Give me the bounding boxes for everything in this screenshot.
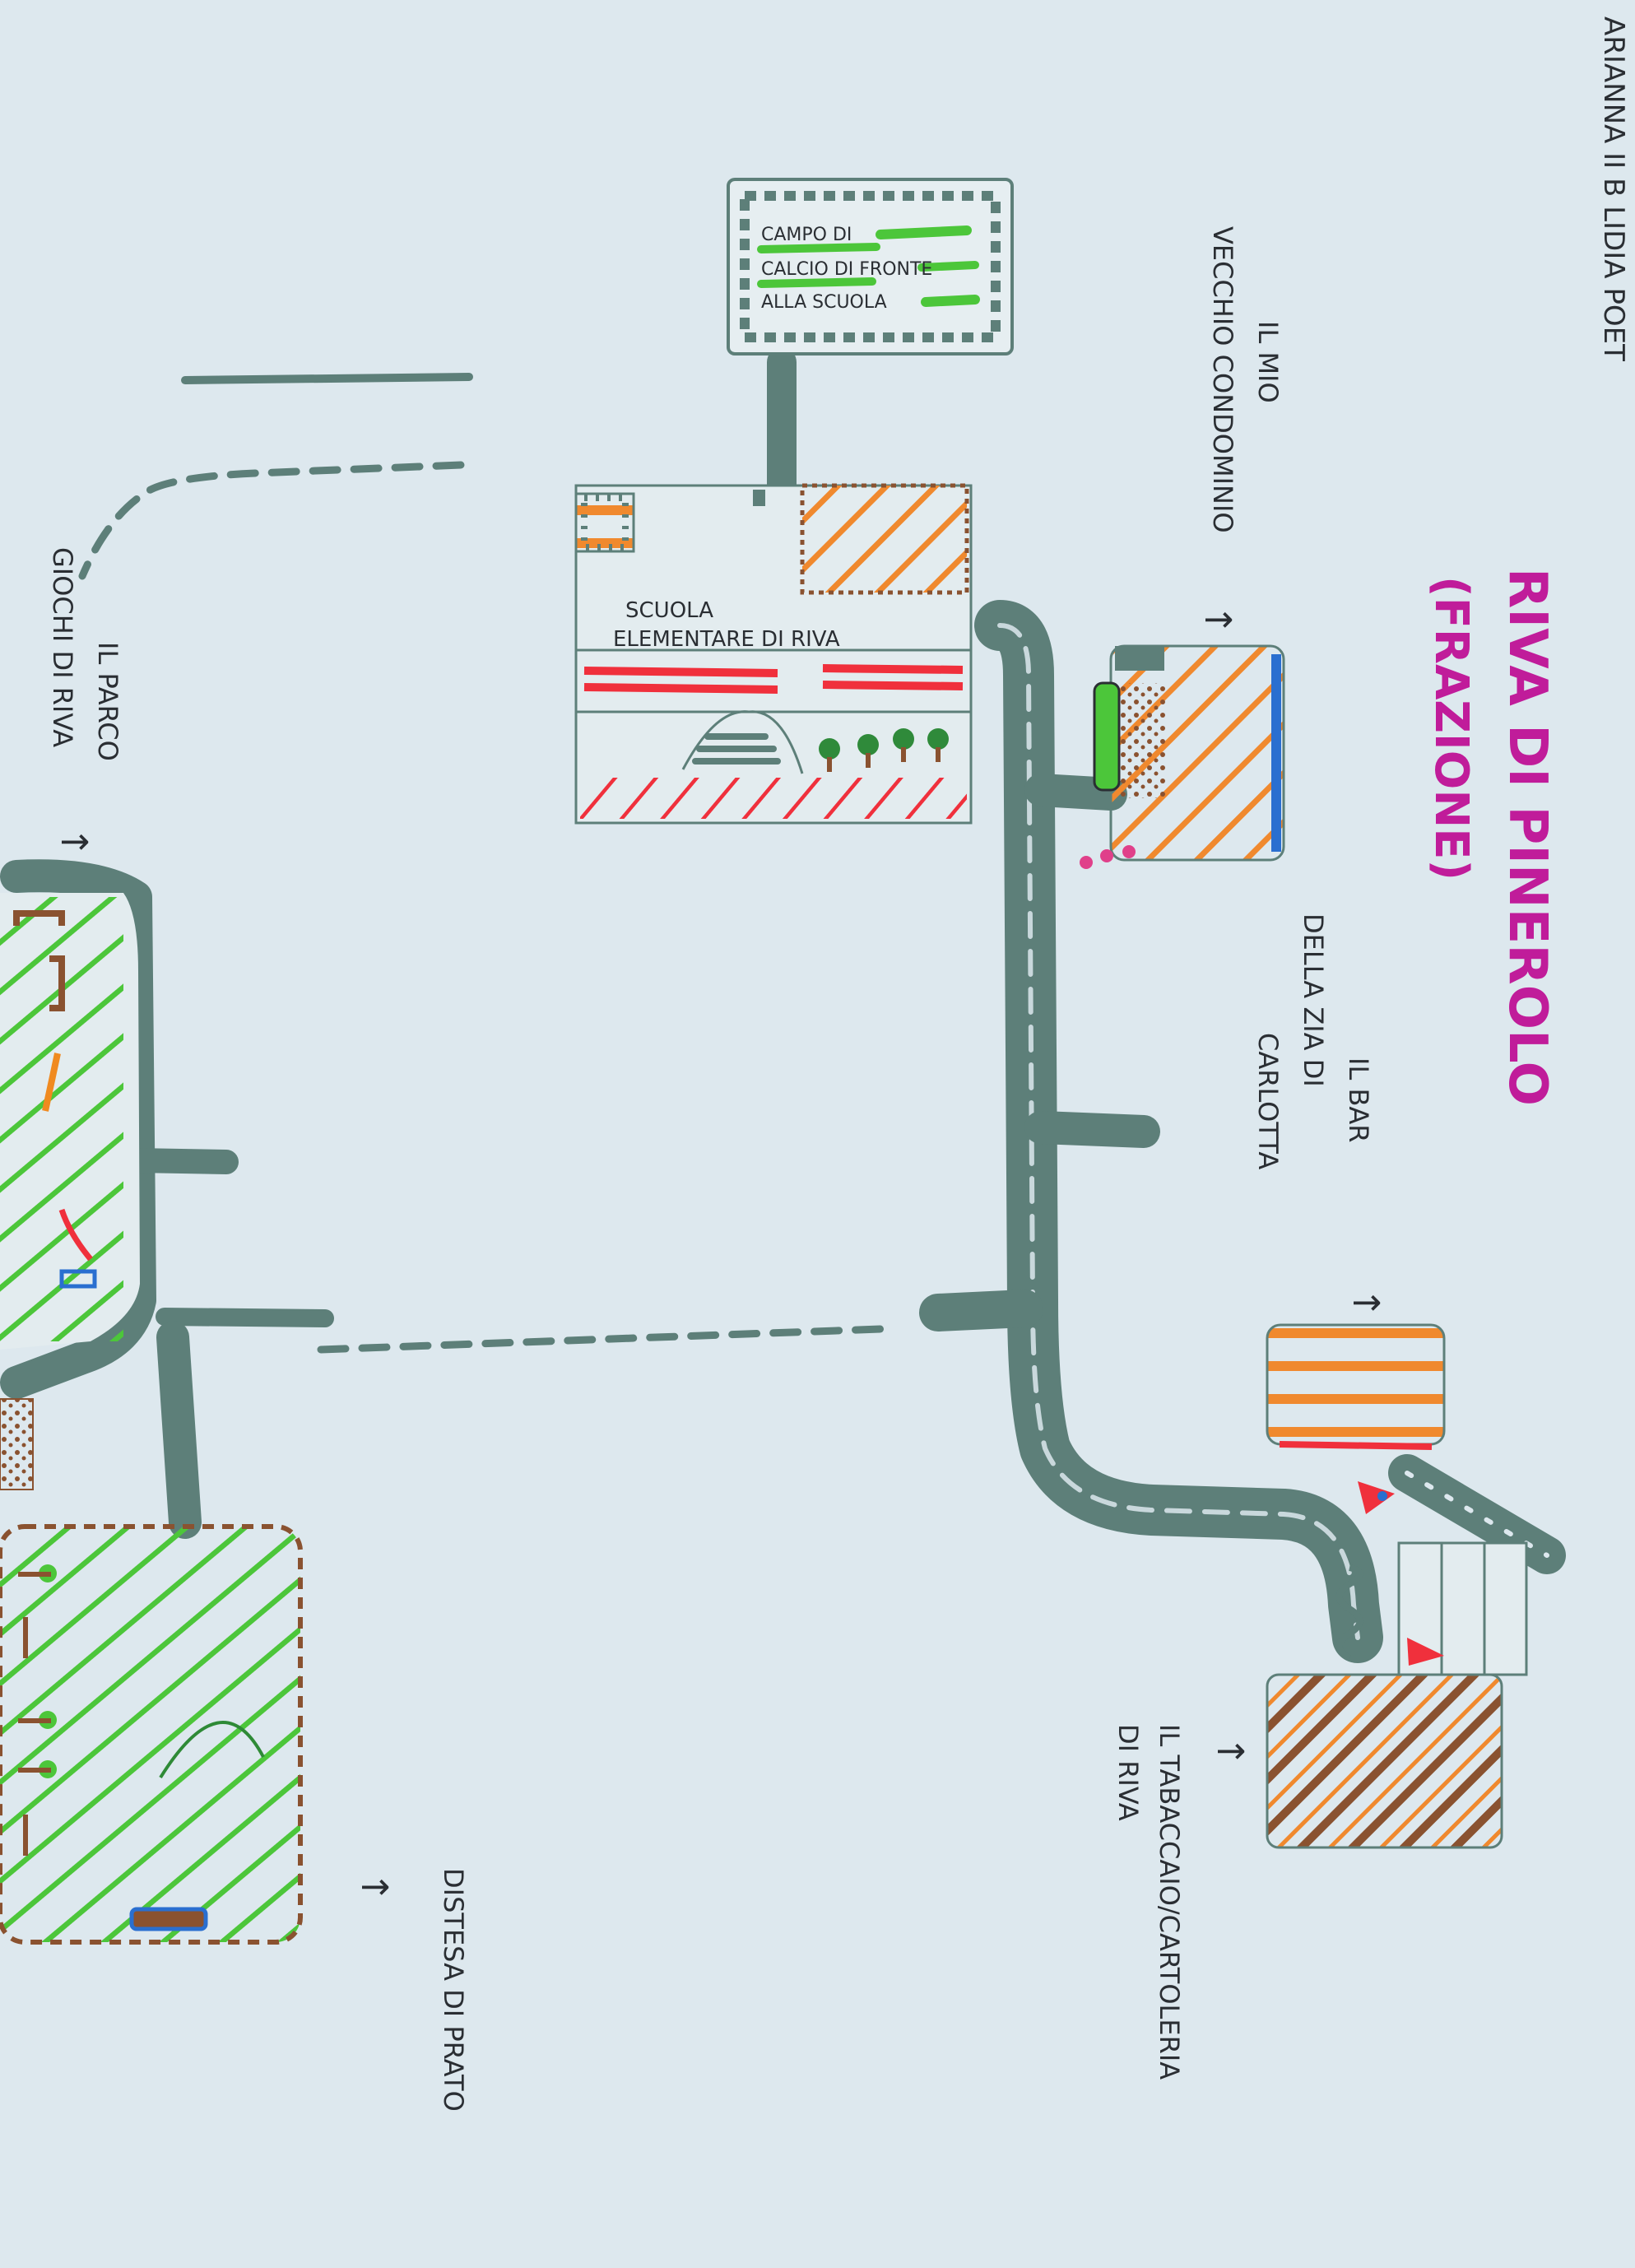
tabaccaio-label-1: IL TABACCAIO/CARTOLERIA bbox=[1154, 1724, 1185, 2080]
branch-right bbox=[1024, 1111, 1160, 1148]
bar-label-1: IL BAR bbox=[1343, 1057, 1374, 1143]
bar-label-3: CARLOTTA bbox=[1252, 1033, 1284, 1169]
campo-calcio: CAMPO DI CALCIO DI FRONTE ALLA SCUOLA bbox=[727, 178, 1014, 356]
map-subtitle: (FRAZIONE) bbox=[1424, 576, 1478, 881]
park-road bbox=[0, 859, 156, 1399]
campo-label-1: CAMPO DI bbox=[761, 225, 852, 245]
road-network bbox=[0, 347, 1566, 1663]
flower-dots-icon bbox=[1080, 845, 1136, 869]
campo-label-3: ALLA SCUOLA bbox=[761, 292, 887, 313]
prato-pointer-icon: ↑ bbox=[353, 1872, 395, 1903]
parco-label-1: IL PARCO bbox=[92, 642, 123, 761]
warning-sign-icon bbox=[1358, 1481, 1395, 1514]
bar-label-2: DELLA ZIA DI bbox=[1298, 913, 1329, 1087]
dashed-paths bbox=[78, 461, 885, 1354]
flag-icon bbox=[1407, 1638, 1444, 1666]
parco-pointer-icon: ↑ bbox=[53, 827, 95, 857]
scuola-label-1: SCUOLA bbox=[625, 598, 713, 623]
map-title: RIVA DI PINEROLO bbox=[1497, 568, 1558, 1106]
bar-zia-carlotta: ↑ bbox=[1266, 1288, 1446, 1450]
parco-giochi: ↑ bbox=[0, 827, 140, 1490]
branch-left bbox=[919, 1290, 1043, 1332]
top-left-line bbox=[181, 373, 473, 384]
author-label: ARIANNA II B LIDIA POET bbox=[1597, 16, 1630, 361]
condominio-label-2: VECCHIO CONDOMINIO bbox=[1207, 226, 1238, 533]
parco-label-2: GIOCHI DI RIVA bbox=[47, 547, 78, 747]
scuola-label-2: ELEMENTARE DI RIVA bbox=[613, 627, 840, 652]
bar-pointer-icon: ↑ bbox=[1345, 1288, 1386, 1318]
scuola-elementare: SCUOLA ELEMENTARE DI RIVA bbox=[574, 483, 973, 825]
school-trees-icon bbox=[819, 728, 949, 772]
prato-trees-icon bbox=[18, 1564, 57, 1856]
condominio-pointer-icon: ↑ bbox=[1196, 605, 1238, 635]
prato-label: DISTESA DI PRATO bbox=[438, 1868, 469, 2112]
tabaccaio-pointer-icon: ↑ bbox=[1209, 1736, 1251, 1767]
vecchio-condominio: ↑ bbox=[1080, 605, 1285, 869]
tabaccaio-label-2: DI RIVA bbox=[1112, 1724, 1144, 1821]
condominio-label-1: IL MIO bbox=[1252, 321, 1284, 403]
branch-bar bbox=[1024, 774, 1127, 811]
campo-label-2: CALCIO DI FRONTE bbox=[761, 259, 932, 280]
distesa-prato: ↑ bbox=[0, 1524, 395, 1945]
tabaccaio-cartoleria: ↑ bbox=[1209, 1481, 1528, 1849]
